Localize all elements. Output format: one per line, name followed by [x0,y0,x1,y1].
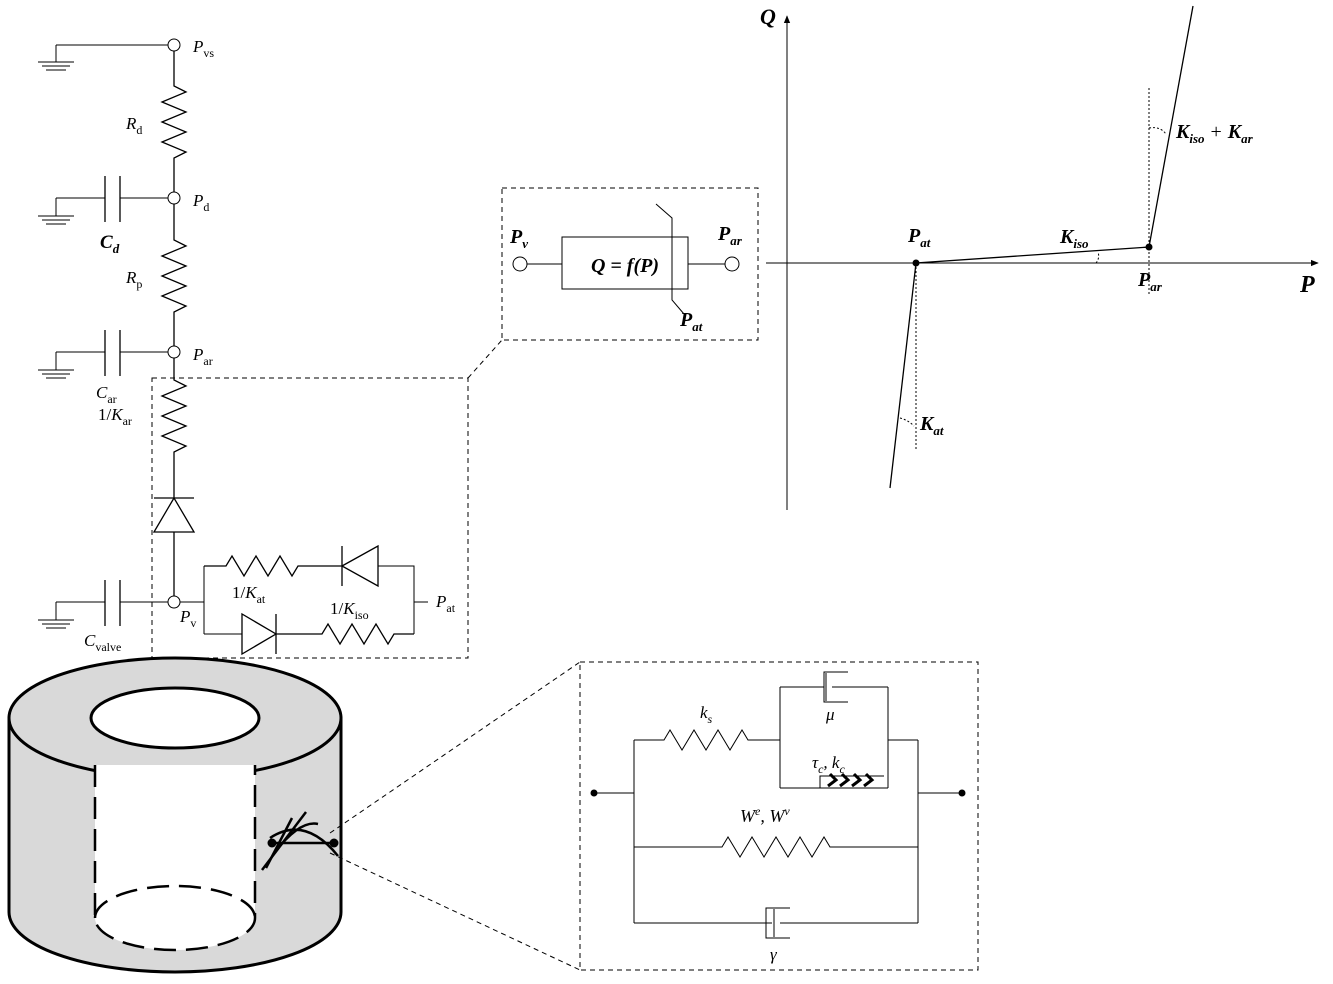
capacitor-car-label: Car [96,383,117,406]
q-axis-label: Q [760,4,776,29]
diode-kiso-branch [204,612,278,656]
ground-icon [38,602,74,629]
resistor-kar [160,358,188,498]
kiso-kar-slope-label: Kiso+Kar [1175,121,1254,146]
diode-kat-branch [340,544,415,634]
resistor-kat-label: 1/Kat [232,583,266,606]
crosslink-element [780,772,888,789]
kat-slope-label: Kat [919,413,944,438]
node-pv [167,595,181,609]
fiber-bundle [261,811,339,871]
spring-we-wv [634,836,918,858]
pat-label: Pat [907,225,931,250]
spring-ks [634,729,780,751]
zoom-line [329,661,581,834]
ground-icon [38,352,74,379]
node-pvs [167,38,181,52]
dashpot-gamma [634,907,918,939]
we-wv-label: We, Wv [740,804,790,826]
valve-bottom-label: Pat [679,309,703,334]
vessel-lumen [89,686,261,750]
valve-region-box [151,377,469,659]
valve-equation: Q = f(P) [591,255,659,277]
resistor-kiso [276,622,414,646]
node-par [167,345,181,359]
rheological-model-box: ks μ τc, kc We, Wv γ [579,661,979,971]
node-pd-label: Pd [192,191,209,214]
capacitor-cd-label: Cd [100,232,120,256]
resistor-rp [160,204,188,346]
resistor-kat [204,554,342,578]
zoom-line [467,339,503,379]
valve-left-label: Pv [509,226,528,251]
flow-pressure-graph: Q P Pat Par Kiso Kat Kiso+Kar [760,4,1319,510]
valve-right-label: Par [717,223,743,248]
tau-kc-label: τc, kc [812,753,845,776]
capacitor-cd [104,176,121,222]
valve-characteristic-curve [889,5,1194,489]
par-label: Par [1137,269,1163,294]
node-pvs-label: Pvs [192,37,214,60]
dashpot-mu [780,671,888,703]
lumped-circuit: Pvs Rd Cd Pd Rp Car Par 1/Kar [38,37,503,708]
ground-icon [38,198,74,225]
par-point [1145,243,1153,251]
valve-function-block [561,236,689,290]
node-pat-label: Pat [435,592,456,615]
ground-icon [38,45,74,71]
vessel-cylinder [7,656,581,974]
resistor-rd [160,51,188,192]
capacitor-cvalve [104,580,121,626]
gamma-label: γ [770,945,778,964]
resistor-kar-label: 1/Kar [98,405,132,428]
mu-label: μ [825,705,835,724]
node-pd [167,191,181,205]
diode-main [152,496,196,596]
node-pv-label: Pv [179,607,196,630]
capacitor-cvalve-label: Cvalve [84,631,121,654]
resistor-rp-label: Rp [125,268,142,291]
valve-left-port [512,256,528,272]
ks-label: ks [700,703,713,726]
valve-right-port [724,256,740,272]
valve-law-box: Pv Q = f(P) Par Pat [501,187,759,341]
resistor-rd-label: Rd [125,114,142,137]
kiso-slope-label: Kiso [1059,226,1089,251]
p-axis-label: P [1299,272,1315,298]
capacitor-car [104,330,121,376]
node-par-label: Par [192,345,213,368]
zoom-line [329,852,581,971]
resistor-kiso-label: 1/Kiso [330,599,369,622]
